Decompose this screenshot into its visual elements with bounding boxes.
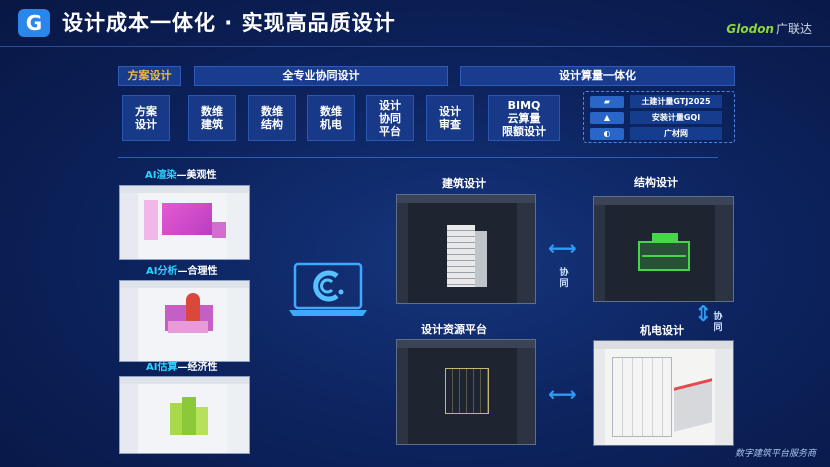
stage-scheme-design: 方案 设计 bbox=[122, 95, 170, 141]
bar-scheme-design: 方案设计 bbox=[118, 66, 181, 86]
brand-cn: 广联达 bbox=[775, 22, 812, 36]
software-group: ▰土建计量GTJ2025 ▲安装计量GQI ◐广材网 bbox=[583, 91, 735, 143]
mep-design-title: 机电设计 bbox=[640, 324, 684, 337]
stage-struct: 数维 结构 bbox=[248, 95, 296, 141]
header-divider bbox=[0, 46, 830, 47]
brand-latin: Glodon bbox=[726, 22, 774, 36]
ai-analysis-screenshot bbox=[119, 280, 250, 362]
glodon-logo: G bbox=[18, 9, 50, 37]
gcw-icon: ◐ bbox=[590, 127, 624, 140]
resource-platform-screenshot bbox=[396, 339, 536, 445]
bar-design-costing: 设计算量一体化 bbox=[460, 66, 735, 86]
stage-mep: 数维 机电 bbox=[307, 95, 355, 141]
arch-design-screenshot bbox=[396, 194, 536, 304]
struct-design-title: 结构设计 bbox=[634, 176, 678, 189]
footer-tagline: 数字建筑平台服务商 bbox=[734, 449, 816, 459]
arch-design-title: 建筑设计 bbox=[442, 177, 486, 190]
mep-design-screenshot bbox=[593, 340, 734, 446]
sync-arrow-horizontal-bottom: ⟷ bbox=[548, 382, 577, 406]
ai-estimate-screenshot bbox=[119, 376, 250, 454]
software-gtj: ▰土建计量GTJ2025 bbox=[590, 95, 728, 108]
sync-arrow-vertical: ⇕ bbox=[694, 302, 713, 327]
sync-arrow-horizontal-top: ⟷ bbox=[548, 236, 577, 260]
ai-render-screenshot bbox=[119, 185, 250, 260]
section-divider bbox=[118, 157, 718, 158]
gqi-icon: ▲ bbox=[590, 111, 624, 124]
stage-review: 设计 审查 bbox=[426, 95, 474, 141]
gtj-icon: ▰ bbox=[590, 95, 624, 108]
slide-title: 设计成本一体化 · 实现高品质设计 bbox=[62, 11, 396, 35]
software-gcw: ◐广材网 bbox=[590, 127, 728, 140]
laptop-icon bbox=[289, 262, 367, 316]
stage-arch: 数维 建筑 bbox=[188, 95, 236, 141]
resource-platform-title: 设计资源平台 bbox=[421, 323, 487, 336]
struct-design-screenshot bbox=[593, 196, 734, 302]
stage-collab-platform: 设计 协同 平台 bbox=[366, 95, 414, 141]
sync-label-top: 协 同 bbox=[559, 268, 569, 289]
stage-bimq: BIMQ 云算量 限额设计 bbox=[488, 95, 560, 141]
bar-collaborative-design: 全专业协同设计 bbox=[194, 66, 448, 86]
ai-render-label: AI渲染—美观性 bbox=[145, 170, 217, 181]
ai-estimate-label: AI估算—经济性 bbox=[146, 362, 218, 373]
sync-label-right: 协 同 bbox=[713, 312, 723, 333]
ai-analysis-label: AI分析—合理性 bbox=[146, 266, 218, 277]
software-gqi: ▲安装计量GQI bbox=[590, 111, 728, 124]
